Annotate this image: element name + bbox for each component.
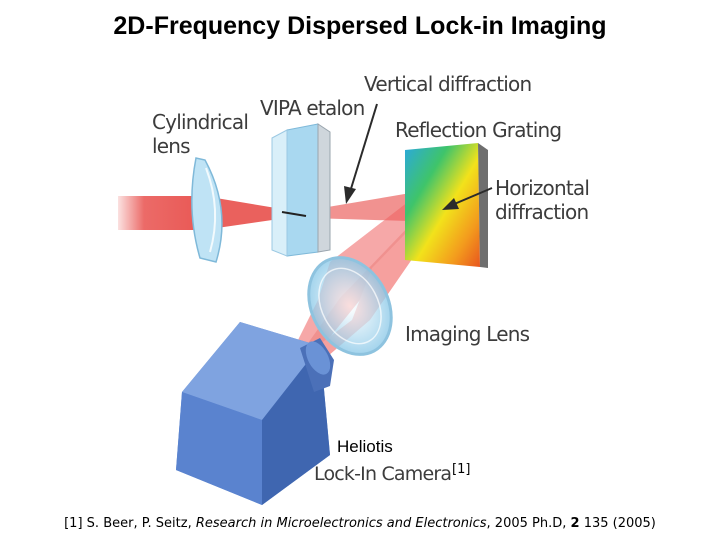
reflection-grating-label: Reflection Grating [395, 118, 562, 142]
footer-authors: S. Beer, P. Seitz, [86, 516, 192, 531]
vipa-etalon [271, 123, 331, 257]
camera-brand-label: Heliotis [337, 437, 393, 456]
vertical-diffraction-arrow [344, 103, 378, 204]
focusing-beam [210, 197, 300, 229]
footer-pages-year: 135 (2005) [583, 516, 656, 531]
footer-ref-num: [1] [64, 516, 83, 531]
footer-details: , 2005 Ph.D, [486, 516, 567, 531]
lock-in-camera [176, 322, 334, 505]
reflection-grating [405, 143, 488, 268]
cylindrical-lens [191, 157, 223, 263]
imaging-lens-label: Imaging Lens [405, 322, 530, 346]
slide-title: 2D-Frequency Dispersed Lock-in Imaging [113, 12, 607, 40]
cylindrical-lens-label: Cylindrical lens [152, 110, 249, 158]
camera-model-label: Lock-In Camera [314, 463, 452, 485]
horizontal-diffraction-arrow [442, 187, 493, 210]
footer-volume: 2 [570, 516, 580, 531]
input-beam [118, 196, 205, 230]
reference-footer: [1] S. Beer, P. Seitz, Research in Micro… [0, 516, 720, 531]
imaging-lens [307, 256, 393, 356]
horizontal-diffraction-label: Horizontal diffraction [495, 176, 590, 224]
vipa-etalon-label: VIPA etalon [260, 96, 365, 120]
vertical-diffraction-label: Vertical diffraction [364, 72, 532, 96]
citation-mark: [1] [452, 462, 471, 477]
footer-journal: Research in Microelectronics and Electro… [195, 516, 487, 531]
